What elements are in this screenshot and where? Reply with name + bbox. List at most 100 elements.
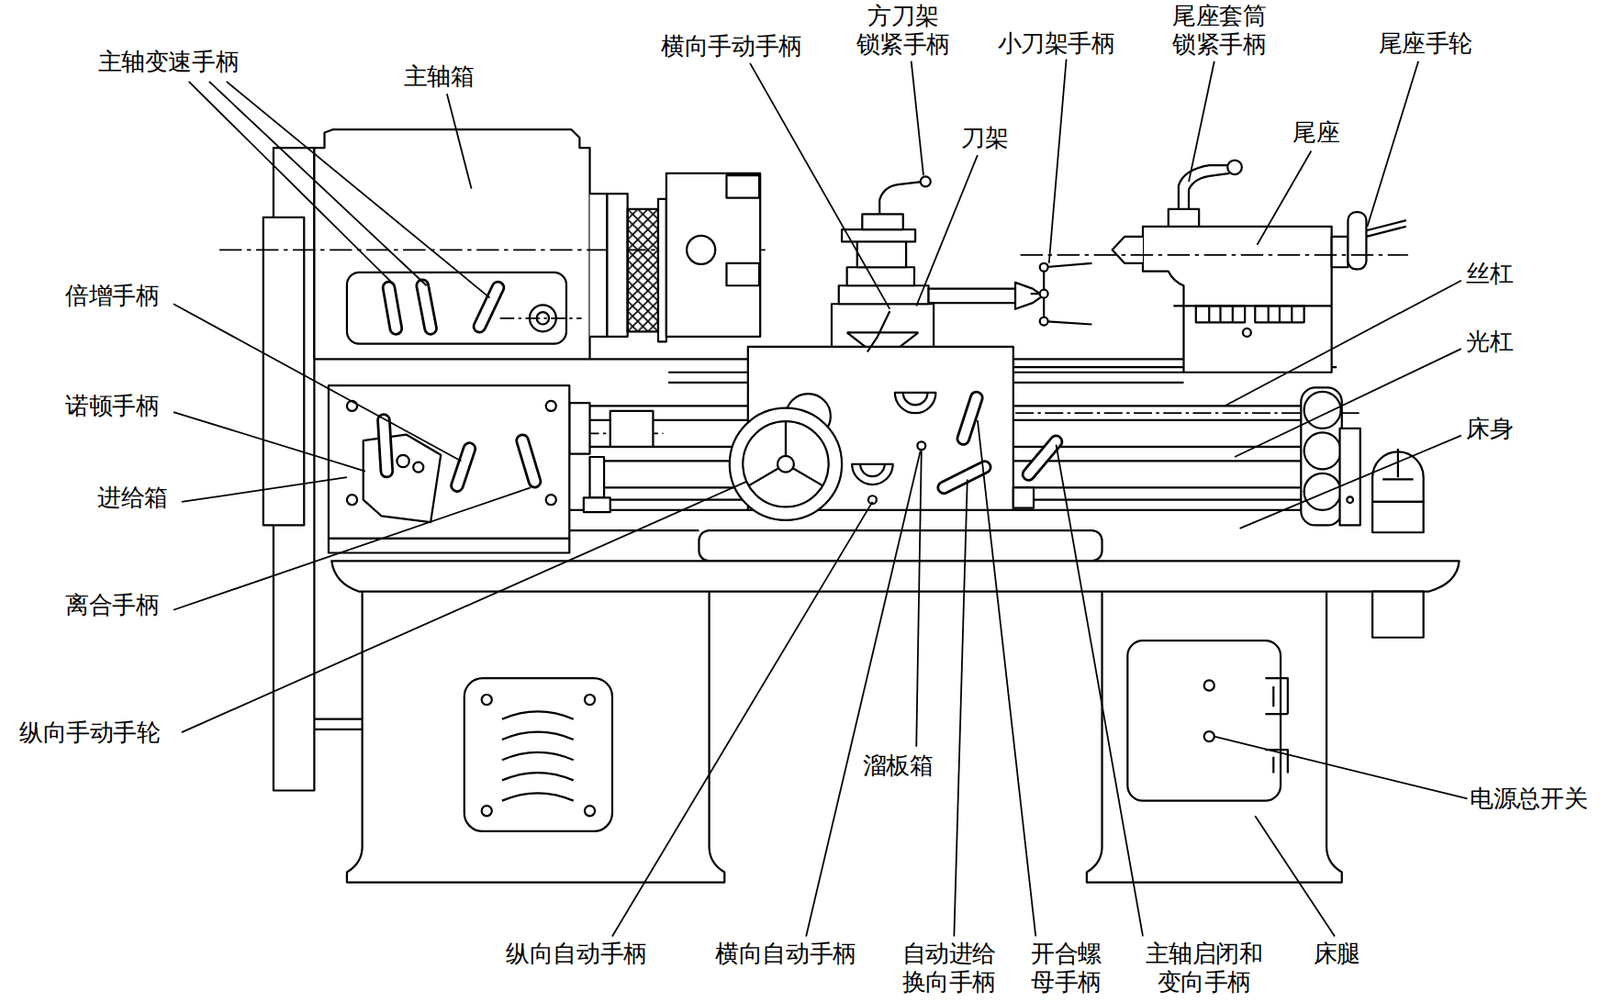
lathe-part <box>742 421 828 507</box>
lathe-part <box>610 411 654 448</box>
lathe-part <box>383 420 536 486</box>
lathe-part <box>895 392 936 414</box>
lathe-part <box>1304 391 1342 429</box>
leader-lines <box>173 58 1468 937</box>
lathe-part <box>481 694 493 705</box>
lathe-part <box>606 193 627 337</box>
lathe-part <box>1304 473 1342 511</box>
lathe-part <box>1208 305 1292 323</box>
lathe-part <box>181 477 347 503</box>
lathe-part <box>1013 487 1034 508</box>
lathe-part <box>189 81 491 299</box>
part-label: 尾座 <box>1292 119 1340 148</box>
lathe-part <box>1234 348 1462 458</box>
part-label: 电源总开关 <box>1469 785 1588 815</box>
lathe-part <box>1040 317 1049 326</box>
lathe-part <box>173 412 366 471</box>
lathe-part <box>383 420 536 486</box>
lathe-part <box>569 402 590 455</box>
lathe-part <box>590 193 608 337</box>
part-label: 自动进给 换向手柄 <box>902 940 996 997</box>
lathe-part <box>583 497 611 513</box>
lathe-part <box>590 457 605 498</box>
lathe-part <box>1224 280 1462 407</box>
part-label: 尾座套筒 锁紧手柄 <box>1172 1 1266 58</box>
lathe-part <box>396 455 409 468</box>
lathe-part <box>584 694 595 705</box>
lathe-part <box>861 213 903 230</box>
lathe-part <box>413 462 424 473</box>
part-label: 床身 <box>1465 414 1513 444</box>
lathe-part <box>851 464 893 485</box>
lathe-part <box>500 317 582 320</box>
lathe-part <box>928 289 1016 304</box>
lathe-part <box>328 538 570 554</box>
part-label: 光杠 <box>1465 328 1513 358</box>
part-label: 方刀架 锁紧手柄 <box>856 1 951 58</box>
lathe-part <box>1178 165 1231 210</box>
lathe-part <box>1264 678 1287 773</box>
part-label: 开合螺 母手柄 <box>1030 940 1102 997</box>
lathe-part <box>658 199 667 343</box>
lathe-part <box>313 719 362 730</box>
lathe-part <box>1015 282 1043 310</box>
lathe-body <box>219 129 1460 883</box>
lathe-part <box>627 209 659 332</box>
lever-handles <box>383 285 1057 488</box>
lathe-part <box>181 481 748 733</box>
lathe-part <box>1372 592 1424 638</box>
lathe-part <box>1257 151 1312 246</box>
lathe-part <box>1254 816 1335 937</box>
part-label: 纵向自动手柄 <box>505 940 647 970</box>
lathe-part <box>867 311 890 352</box>
part-label: 进给箱 <box>97 484 168 514</box>
lathe-part <box>1214 737 1468 800</box>
lathe-part <box>383 285 1057 488</box>
lathe-part <box>726 263 760 286</box>
lathe-part <box>546 494 557 505</box>
lathe-part <box>346 272 567 345</box>
lathe-part <box>726 175 760 198</box>
part-label: 主轴变速手柄 <box>98 47 239 77</box>
lathe-part <box>847 267 915 286</box>
lathe-part <box>1127 640 1281 802</box>
lathe-part <box>1040 263 1049 272</box>
lathe-part <box>1382 448 1413 480</box>
part-label: 诺顿手柄 <box>65 392 159 422</box>
lathe-part <box>569 510 1307 531</box>
part-label: 尾座手轮 <box>1378 29 1473 58</box>
lathe-part <box>953 479 967 937</box>
lathe-part <box>1142 226 1332 373</box>
lathe-part <box>546 401 557 412</box>
lathe-part <box>1204 731 1215 742</box>
part-label: 主轴启闭和 变向手柄 <box>1145 940 1264 997</box>
lathe-part <box>777 456 795 473</box>
lathe-part <box>313 129 590 359</box>
lathe-part <box>1347 212 1366 269</box>
part-label: 溜板箱 <box>862 751 934 781</box>
lathe-part <box>916 450 922 747</box>
part-label: 离合手柄 <box>65 592 159 621</box>
lathe-part <box>481 805 493 817</box>
part-label: 刀架 <box>961 124 1008 154</box>
lathe-part <box>1204 680 1215 691</box>
lathe-part <box>584 805 595 817</box>
lathe-part <box>1346 496 1354 504</box>
lathe-part <box>1227 160 1242 176</box>
part-label: 横向自动手柄 <box>715 940 856 970</box>
lathe-part <box>977 420 1036 937</box>
lathe-part <box>1049 58 1067 263</box>
lathe-part <box>1056 445 1143 938</box>
lathe-part <box>1020 254 1409 257</box>
lathe-part <box>666 173 761 337</box>
lathe-part <box>1112 236 1143 264</box>
lathe-part <box>464 678 613 832</box>
lathe-part <box>1372 502 1424 533</box>
lathe-part <box>749 421 823 486</box>
lathe-part <box>1240 436 1462 529</box>
lathe-part <box>1340 428 1361 526</box>
lathe-part <box>1331 236 1349 268</box>
lathe-part <box>839 285 929 304</box>
lathe-part <box>1367 61 1420 227</box>
lathe-part <box>1030 263 1093 325</box>
